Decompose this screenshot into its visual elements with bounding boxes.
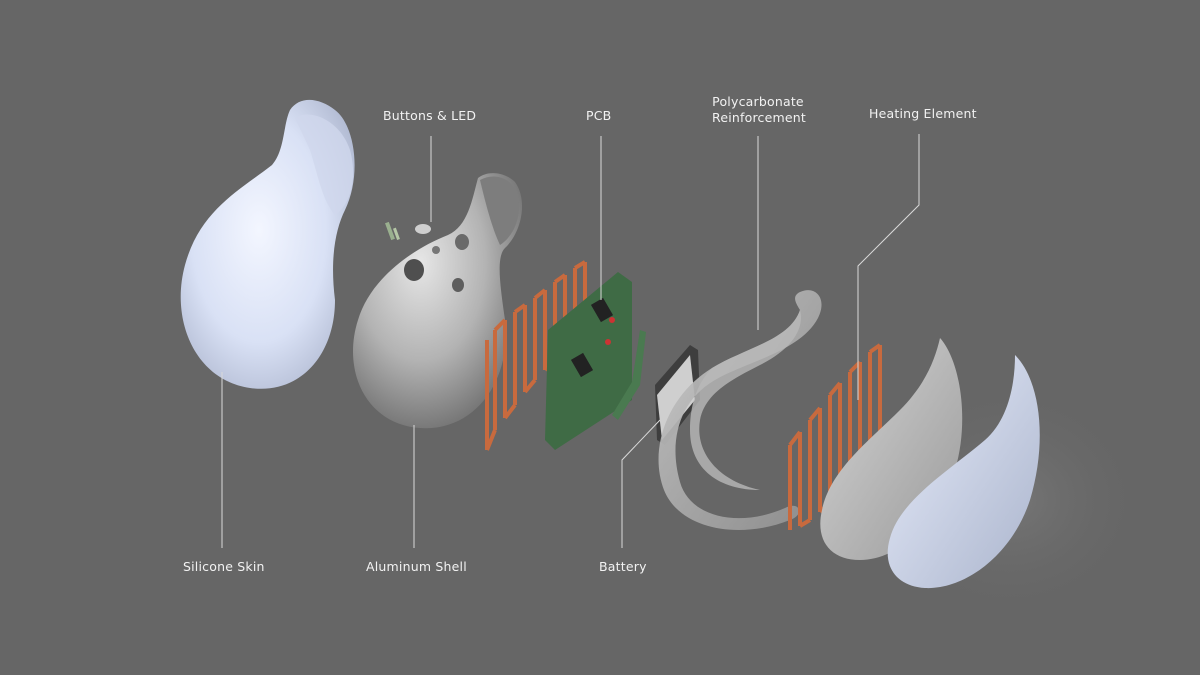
polycarbonate-reinforcement-part <box>658 290 822 530</box>
label-buttons-led: Buttons & LED <box>383 108 477 123</box>
leader-lines <box>221 134 920 548</box>
heating-element-left-part <box>485 260 587 451</box>
label-battery: Battery <box>599 559 647 574</box>
leader-heating-element <box>857 134 920 400</box>
battery-part <box>655 345 700 445</box>
label-polycarbonate-line1: Polycarbonate <box>712 94 804 109</box>
label-polycarbonate-reinforcement: Polycarbonate Reinforcement <box>712 94 806 126</box>
label-aluminum-shell: Aluminum Shell <box>366 559 467 574</box>
label-heating-element: Heating Element <box>869 106 977 121</box>
silicone-skin-part <box>180 99 355 389</box>
label-pcb: PCB <box>586 108 612 123</box>
label-silicone-skin: Silicone Skin <box>183 559 265 574</box>
pcb-part <box>545 272 646 450</box>
buttons-led-part <box>385 221 431 241</box>
leader-battery <box>621 419 661 548</box>
aluminum-shell-part <box>353 173 523 429</box>
outer-blue-shell-part <box>887 355 1040 589</box>
label-polycarbonate-line2: Reinforcement <box>712 110 806 125</box>
